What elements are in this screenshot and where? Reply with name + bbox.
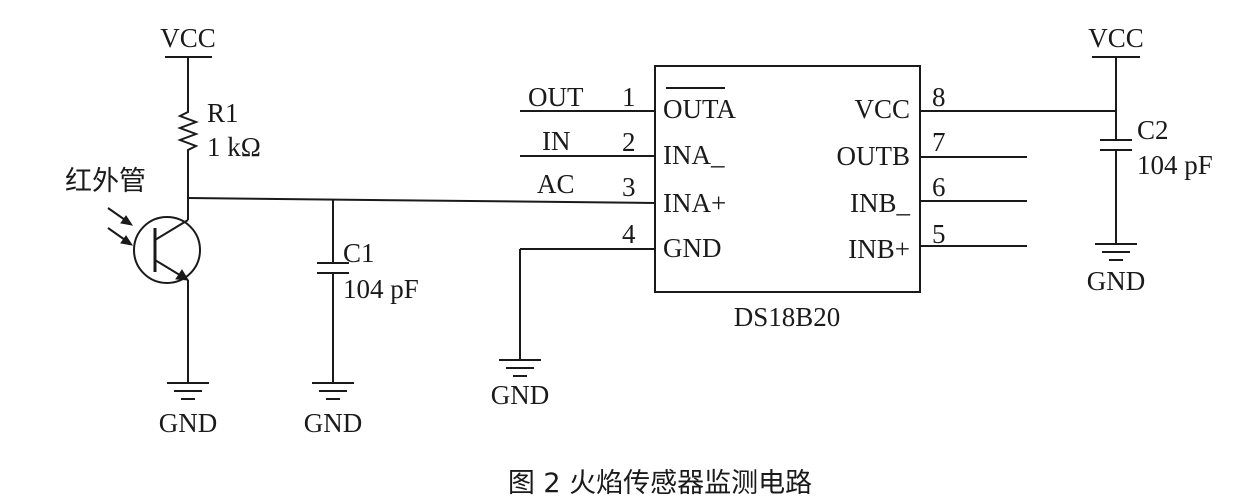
pin-8-number: 8 xyxy=(932,82,946,112)
vcc-label-right: VCC xyxy=(1088,23,1144,53)
gnd-symbol-c1: GND xyxy=(304,382,363,438)
pin-4-number: 4 xyxy=(622,219,636,249)
pin-7-number: 7 xyxy=(932,127,946,157)
light-arrows-icon xyxy=(107,207,134,246)
gnd-label-transistor: GND xyxy=(159,408,218,438)
pin-3-number: 3 xyxy=(622,172,636,202)
pin-3-label: INA+ xyxy=(663,188,726,218)
pin-1-label: OUTA xyxy=(663,94,736,124)
pin-5-label: INB+ xyxy=(848,234,910,264)
gnd-symbol-pin4: GND xyxy=(491,359,550,410)
figure-caption: 图 2 火焰传感器监测电路 xyxy=(508,468,812,499)
gnd-symbol-c2: GND xyxy=(1087,243,1146,296)
ir-tube-label: 红外管 xyxy=(65,166,146,197)
pin-2-number: 2 xyxy=(622,127,636,157)
vcc-label-left: VCC xyxy=(160,23,216,53)
pin-6-label: INB_ xyxy=(850,188,910,218)
pin-8-label: VCC xyxy=(854,94,910,124)
pin-4-label: GND xyxy=(663,233,722,263)
c1-value: 104 pF xyxy=(343,274,419,304)
r1-value: 1 kΩ xyxy=(207,132,261,162)
pin-2-label: INA_ xyxy=(663,140,725,170)
gnd-label-c2: GND xyxy=(1087,266,1146,296)
net-ac-label: AC xyxy=(537,169,575,199)
c1-ref: C1 xyxy=(343,238,375,268)
wire-ac-net xyxy=(187,197,656,204)
pin-1-number: 1 xyxy=(622,82,636,112)
vcc-symbol-left: VCC xyxy=(160,23,216,58)
pin-7-label: OUTB xyxy=(837,141,911,171)
r1-resistor xyxy=(177,100,199,160)
gnd-symbol-transistor: GND xyxy=(159,382,218,438)
gnd-label-c1: GND xyxy=(304,408,363,438)
net-in-label: IN xyxy=(542,126,571,156)
gnd-label-pin4: GND xyxy=(491,380,550,410)
c2-value: 104 pF xyxy=(1137,150,1213,180)
pin-5-number: 5 xyxy=(932,219,946,249)
c2-ref: C2 xyxy=(1137,115,1169,145)
pin-6-number: 6 xyxy=(932,172,946,202)
ir-phototransistor xyxy=(133,198,201,284)
chip-body xyxy=(654,65,921,293)
net-out-label: OUT xyxy=(528,82,584,112)
c2-capacitor xyxy=(1100,139,1132,151)
r1-ref: R1 xyxy=(207,98,239,128)
vcc-symbol-right: VCC xyxy=(1088,23,1144,58)
chip-name: DS18B20 xyxy=(734,302,841,332)
